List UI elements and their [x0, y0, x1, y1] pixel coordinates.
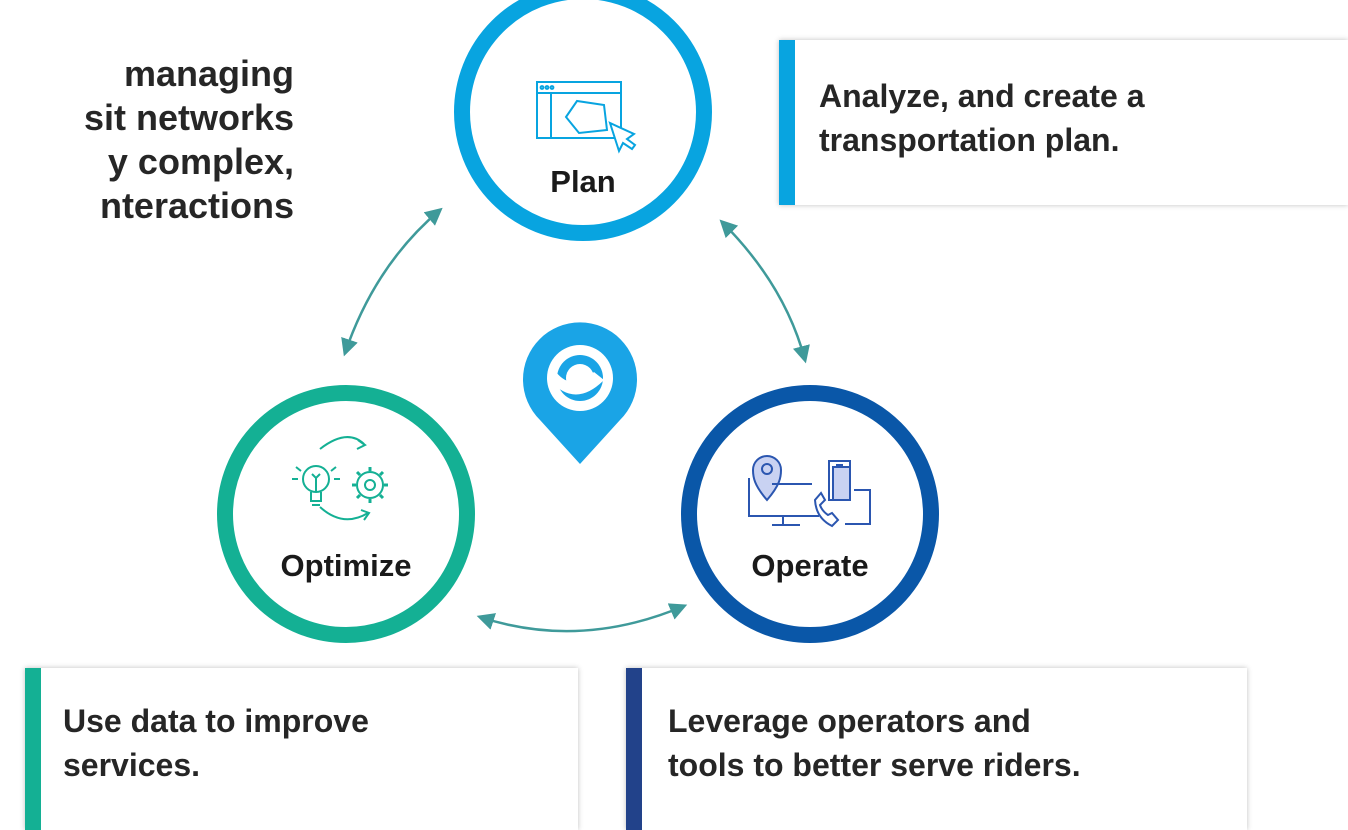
- plan-label: Plan: [550, 164, 616, 199]
- operate-label: Operate: [751, 548, 869, 583]
- operate-circle: [681, 385, 939, 643]
- card-line: Leverage operators and: [668, 703, 1031, 739]
- card-line: Analyze, and create a: [819, 78, 1145, 114]
- optimize-circle: [217, 385, 475, 643]
- card-line: Use data to improve: [63, 703, 369, 739]
- location-phone-devices-icon: [748, 455, 871, 528]
- intro-line: y complex,: [107, 141, 294, 182]
- intro-heading: managing sit networks y complex, nteract…: [84, 52, 294, 228]
- plan-card-accent: [779, 40, 795, 205]
- location-pin-logo-icon: [523, 322, 637, 464]
- lightbulb-gear-cycle-icon: [292, 436, 388, 521]
- operate-card: Leverage operators and tools to better s…: [626, 668, 1247, 830]
- arrow-plan-optimize: [341, 207, 443, 357]
- plan-card-text: Analyze, and create a transportation pla…: [819, 74, 1144, 162]
- plan-circle: [454, 0, 712, 241]
- optimize-label: Optimize: [280, 548, 412, 583]
- card-line: transportation plan.: [819, 122, 1120, 158]
- optimize-card: Use data to improve services.: [25, 668, 578, 830]
- operate-card-accent: [626, 668, 642, 830]
- plan-card: Analyze, and create a transportation pla…: [779, 40, 1348, 205]
- card-line: services.: [63, 747, 201, 783]
- intro-line: managing: [123, 53, 294, 94]
- intro-line: sit networks: [83, 97, 294, 138]
- arrow-optimize-operate: [476, 603, 688, 633]
- card-line: tools to better serve riders.: [668, 747, 1081, 783]
- operate-card-text: Leverage operators and tools to better s…: [668, 699, 1081, 787]
- intro-line: nteractions: [99, 185, 294, 226]
- optimize-card-text: Use data to improve services.: [63, 699, 369, 787]
- map-window-cursor-icon: [536, 81, 637, 154]
- arrow-plan-operate: [719, 219, 810, 364]
- optimize-card-accent: [25, 668, 41, 830]
